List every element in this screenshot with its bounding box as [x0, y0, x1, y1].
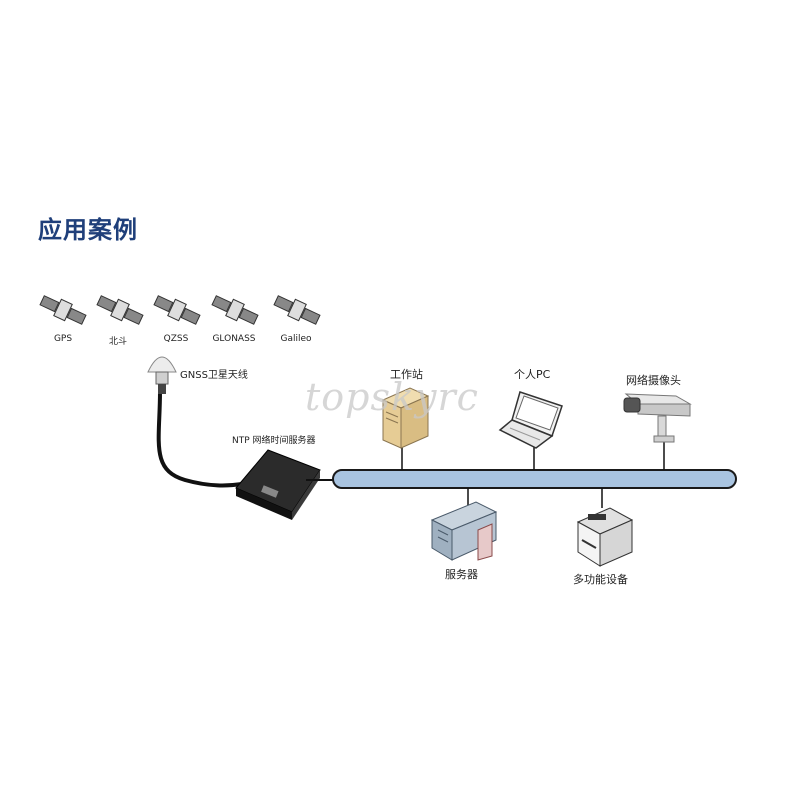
ntp-server-label: NTP 网络时间服务器: [232, 436, 316, 446]
satellite-icon: [152, 290, 202, 330]
satellite-icon: [272, 290, 322, 330]
workstation-icon: [381, 387, 430, 449]
watermark-text: topskyrc: [305, 375, 479, 419]
printer-icon: [576, 507, 634, 567]
satellite-label-qzss: QZSS: [163, 334, 189, 344]
antenna-cable: [156, 391, 243, 488]
page-title: 应用案例: [38, 216, 138, 244]
satellite-icon: [38, 290, 88, 330]
server-icon: [430, 501, 498, 561]
pc-label: 个人PC: [514, 368, 551, 381]
gnss-antenna-icon: [147, 356, 177, 394]
satellite-label-gps: GPS: [53, 334, 73, 344]
laptop-icon: [498, 391, 563, 449]
server-label: 服务器: [445, 568, 478, 581]
satellite-label-glonass: GLONASS: [212, 334, 256, 344]
satellite-icon: [210, 290, 260, 330]
satellite-label-galileo: Galileo: [280, 334, 312, 344]
camera-icon: [623, 393, 692, 443]
network-bus: [332, 469, 737, 489]
satellite-icon: [95, 290, 145, 330]
camera-label: 网络摄像头: [626, 374, 681, 387]
workstation-label: 工作站: [390, 368, 423, 381]
ntp-server-icon: [235, 449, 321, 520]
antenna-label: GNSS卫星天线: [180, 370, 248, 381]
mfp-label: 多功能设备: [573, 573, 628, 586]
satellite-label-beidou: 北斗: [108, 337, 127, 347]
